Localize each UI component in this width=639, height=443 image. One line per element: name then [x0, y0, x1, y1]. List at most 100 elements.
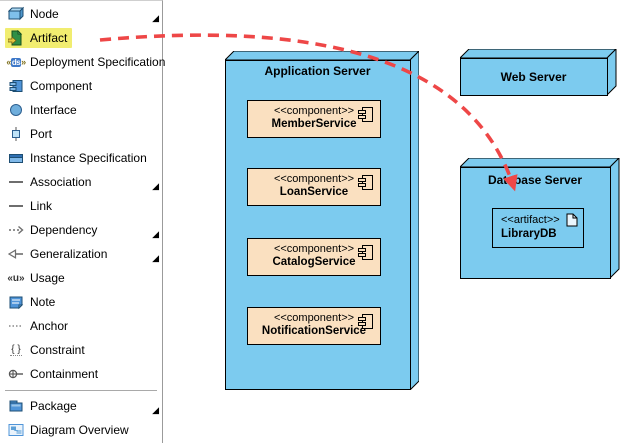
component-stereotype: <<component>> — [273, 243, 355, 255]
palette-item-note[interactable]: Note — [0, 290, 162, 314]
component-icon — [358, 245, 373, 260]
document-icon — [566, 213, 578, 227]
component-stereotype: <<component>> — [273, 312, 355, 324]
palette-item-label: Interface — [30, 103, 77, 117]
palette-item-interface[interactable]: Interface — [0, 98, 162, 122]
palette-item-package[interactable]: Package ◢ — [0, 394, 162, 418]
palette-item-body: Node — [5, 4, 64, 24]
interface-icon — [7, 102, 25, 118]
palette-item-containment[interactable]: Containment — [0, 362, 162, 386]
palette-item-label: Usage — [30, 271, 65, 285]
palette-item-label: Anchor — [30, 319, 69, 333]
node-application-server[interactable]: Application Server <<component>> MemberS… — [225, 51, 419, 390]
palette-item-label: Artifact — [30, 31, 68, 45]
palette-separator — [5, 390, 157, 391]
component-loanservice[interactable]: <<component>> LoanService — [247, 168, 381, 206]
submenu-corner-icon: ◢ — [152, 404, 159, 415]
palette-item-label: Note — [30, 295, 56, 309]
palette-item-label: Component — [30, 79, 93, 93]
diagram-canvas[interactable]: Application Server <<component>> MemberS… — [163, 0, 639, 443]
component-name: NotificationService — [261, 325, 367, 337]
usage-icon: «u» — [7, 272, 25, 284]
palette-item-constraint[interactable]: { }Constraint — [0, 338, 162, 362]
dependency-icon — [7, 222, 25, 238]
containment-icon — [7, 366, 25, 382]
instance-spec-icon — [7, 150, 25, 166]
artifact-librarydb[interactable]: <<artifact>> LibraryDB — [492, 208, 584, 248]
link-icon — [7, 198, 25, 214]
deployment-spec-icon: «ds» — [6, 57, 26, 67]
palette-item-deployment-specification[interactable]: «ds» Deployment Specification — [0, 50, 165, 74]
palette-item-artifact[interactable]: Artifact — [0, 26, 162, 50]
palette-item-label: Node — [30, 7, 59, 21]
palette-item-body: «ds» Deployment Specification — [5, 52, 170, 72]
node-database-server[interactable]: Database Server <<artifact>> LibraryDB — [460, 158, 620, 279]
palette-item-body: Port — [5, 124, 57, 144]
component-catalogservice[interactable]: <<component>> CatalogService — [247, 238, 381, 276]
submenu-corner-icon: ◢ — [152, 180, 159, 191]
palette-item-body: Interface — [5, 100, 82, 120]
palette-item-body: Link — [5, 196, 57, 216]
palette-item-label: Association — [30, 175, 92, 189]
association-icon — [7, 174, 25, 190]
node-web-server[interactable]: Web Server — [460, 49, 617, 96]
palette-item-body: Diagram Overview — [5, 420, 134, 440]
package-icon — [7, 398, 25, 414]
component-notificationservice[interactable]: <<component>> NotificationService — [247, 307, 381, 345]
note-icon — [7, 294, 25, 310]
anchor-icon — [7, 318, 25, 334]
palette-item-link[interactable]: Link — [0, 194, 162, 218]
palette-item-label: Generalization — [30, 247, 108, 261]
palette-item-body: «u» Usage — [5, 268, 70, 288]
palette-item-node[interactable]: Node ◢ — [0, 2, 162, 26]
deployment-tool-palette: Node ◢ Artifact «ds» Deployment Specificati… — [0, 0, 165, 443]
palette-item-anchor[interactable]: Anchor — [0, 314, 162, 338]
component-memberservice[interactable]: <<component>> MemberService — [247, 100, 381, 138]
palette-item-association[interactable]: Association ◢ — [0, 170, 162, 194]
palette-item-diagram-overview[interactable]: Diagram Overview — [0, 418, 162, 442]
artifact-stereotype: <<artifact>> — [501, 214, 560, 226]
palette-item-body: Note — [5, 292, 60, 312]
component-name: CatalogService — [272, 256, 356, 268]
palette-item-body: Containment — [5, 364, 103, 384]
palette-item-label: Deployment Specification — [30, 55, 166, 69]
palette-item-body: Package — [5, 396, 82, 416]
submenu-corner-icon: ◢ — [152, 12, 159, 23]
palette-item-label: Dependency — [30, 223, 98, 237]
palette-item-body: Dependency — [5, 220, 102, 240]
palette-item-label: Constraint — [30, 343, 85, 357]
component-icon — [358, 314, 373, 329]
component-icon — [358, 175, 373, 190]
artifact-name: LibraryDB — [501, 228, 557, 240]
port-icon — [7, 126, 25, 142]
palette-item-label: Containment — [30, 367, 99, 381]
palette-item-label: Port — [30, 127, 53, 141]
submenu-corner-icon: ◢ — [152, 252, 159, 263]
palette-item-instance-specification[interactable]: Instance Specification — [0, 146, 162, 170]
submenu-corner-icon: ◢ — [152, 228, 159, 239]
palette-item-label: Diagram Overview — [30, 423, 129, 437]
diagram-overview-icon — [7, 422, 25, 438]
palette-item-body: Anchor — [5, 316, 73, 336]
palette-item-label: Instance Specification — [30, 151, 147, 165]
node-icon — [7, 6, 25, 22]
palette-item-body: Instance Specification — [5, 148, 152, 168]
node-title: Database Server — [487, 173, 583, 187]
palette-item-component[interactable]: Component — [0, 74, 162, 98]
component-icon — [7, 78, 25, 94]
component-icon — [358, 107, 373, 122]
palette-item-label: Link — [30, 199, 53, 213]
node-title: Web Server — [500, 69, 567, 84]
palette-item-usage[interactable]: «u» Usage — [0, 266, 162, 290]
generalization-icon — [7, 246, 25, 262]
palette-item-body: Component — [5, 76, 97, 96]
palette-item-generalization[interactable]: Generalization ◢ — [0, 242, 162, 266]
palette-item-port[interactable]: Port — [0, 122, 162, 146]
palette-item-dependency[interactable]: Dependency ◢ — [0, 218, 162, 242]
selection-highlight: Artifact — [5, 28, 73, 48]
palette-item-body: Generalization — [5, 244, 112, 264]
component-name: LoanService — [279, 186, 349, 198]
palette-item-body: Association — [5, 172, 96, 192]
palette-item-label: Package — [30, 399, 77, 413]
artifact-icon — [7, 30, 25, 46]
